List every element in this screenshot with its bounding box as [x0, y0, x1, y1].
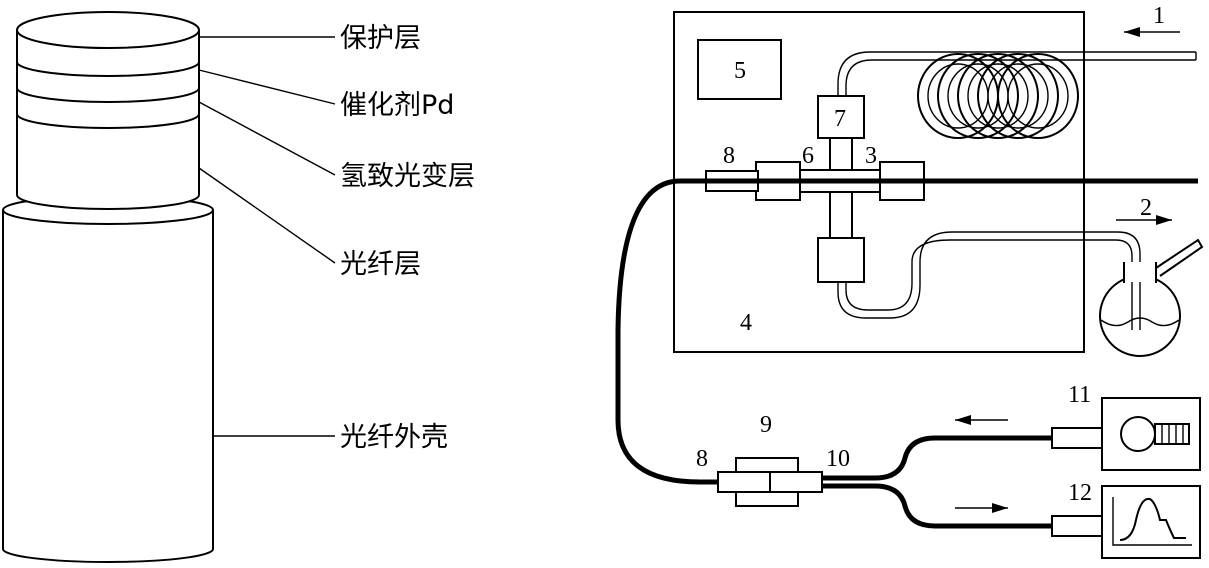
measurement-setup: 1 2 3 4 5 6 7 8 8 9 10 11 12 [615, 3, 1204, 559]
num-2: 2 [1140, 195, 1152, 221]
num-12: 12 [1068, 480, 1092, 506]
layer-boundary-1 [16, 61, 200, 77]
outlet-tube [837, 231, 1141, 330]
num-6: 6 [802, 143, 814, 169]
num-1: 1 [1153, 3, 1165, 29]
label-fiber-layer: 光纤层 [340, 249, 421, 280]
box-5 [697, 39, 782, 100]
fiber-sensor-structure: 保护层 催化剂Pd 氢致光变层 光纤层 光纤外壳 [2, 11, 475, 563]
fiber-jacket-cylinder [2, 195, 214, 563]
gas-coil [837, 51, 1197, 139]
num-10: 10 [826, 446, 850, 472]
label-protective-layer: 保护层 [340, 23, 421, 54]
detector-12 [1051, 485, 1201, 559]
bottom-connector [817, 237, 865, 283]
cross-fitting [705, 95, 925, 283]
num-11: 11 [1068, 382, 1091, 408]
num-9: 9 [760, 412, 772, 438]
coupler-9 [717, 457, 823, 507]
leader-fiber-layer [198, 167, 336, 264]
leader-hydrochromic-layer [198, 101, 336, 176]
label-catalyst: 催化剂Pd [340, 90, 454, 121]
leader-catalyst [198, 69, 336, 105]
label-hydrochromic-layer: 氢致光变层 [340, 161, 475, 192]
layer-boundary-3 [16, 113, 200, 129]
num-3: 3 [865, 143, 877, 169]
arrow-signal-out [955, 503, 1008, 513]
light-source-11 [1051, 397, 1201, 471]
label-fiber-jacket: 光纤外壳 [340, 422, 448, 453]
num-8-top: 8 [723, 143, 735, 169]
box-7 [817, 95, 865, 139]
fiber-to-light-source [822, 435, 1052, 481]
num-8-bottom: 8 [696, 446, 708, 472]
num-4: 4 [740, 310, 752, 336]
num-5: 5 [734, 58, 746, 84]
num-7: 7 [834, 106, 846, 132]
arrow-outlet [1116, 215, 1172, 225]
arrow-inlet [1124, 27, 1180, 37]
fiber-to-detector [822, 483, 1052, 529]
collection-flask [1099, 238, 1204, 357]
arrow-light-in [955, 415, 1008, 425]
fiber-main [615, 178, 1198, 485]
layer-boundary-2 [16, 87, 200, 103]
fiber-core-cylinder [16, 11, 200, 210]
